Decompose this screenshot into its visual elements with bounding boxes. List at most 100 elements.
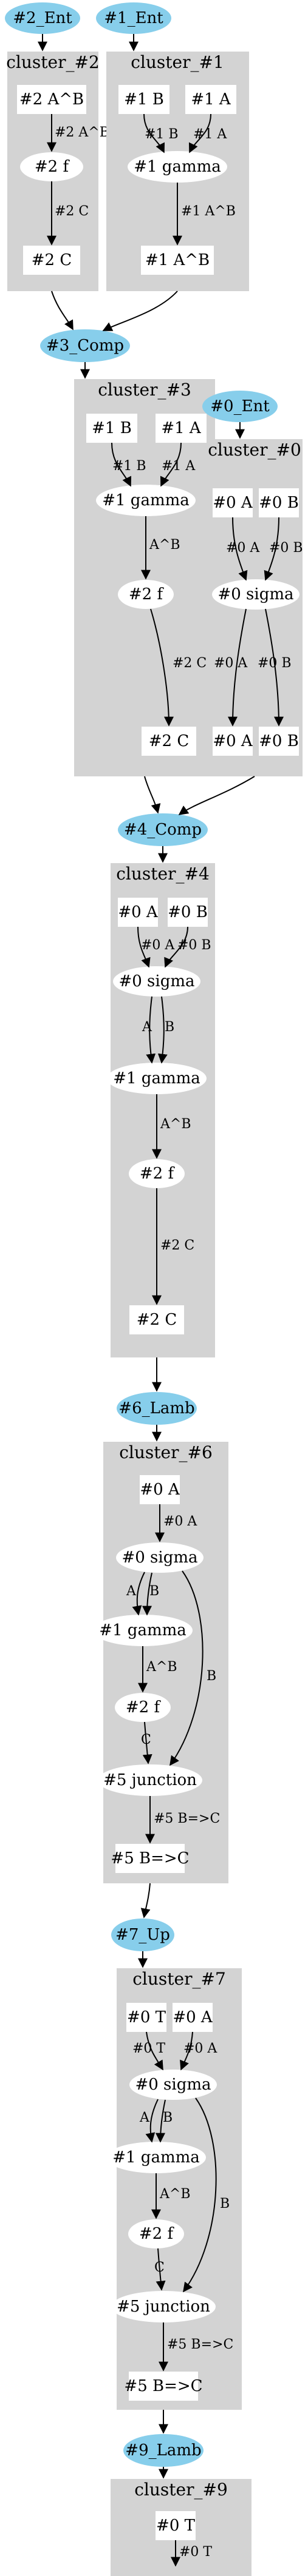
cluster-2: cluster_#2 #2 A^B #2 f #2 C #2 A^B #2 C <box>6 52 109 291</box>
c7-f[interactable]: #2 f <box>128 2219 184 2248</box>
c6-edge-b <box>142 1572 152 1616</box>
c3-box-b[interactable]: #1 B <box>86 414 137 443</box>
c9-in-t[interactable]: #0 T <box>156 2511 196 2540</box>
node-comp3[interactable]: #3_Comp <box>40 329 130 362</box>
c3-edge-b <box>111 442 132 487</box>
node-ent1[interactable]: #1_Ent <box>96 2 171 34</box>
c6-edge-c-label: C <box>141 1732 151 1747</box>
c3-out-label: #2 C <box>149 732 190 750</box>
cluster-3: cluster_#3 #1 B #1 A #1 gamma #2 f #2 C … <box>74 379 215 776</box>
c6-edge-a-label: A <box>126 1584 137 1599</box>
c1-box-b-label: #1 B <box>124 90 164 109</box>
c1-gate[interactable]: #1 gamma <box>128 151 227 183</box>
c0-in-a-label: #0 A <box>213 494 253 512</box>
c4-edge-a <box>146 996 156 1064</box>
c2-gate[interactable]: #2 f <box>20 152 83 181</box>
c3-box-a[interactable]: #1 A <box>156 414 207 443</box>
node-comp3-label: #3_Comp <box>46 337 124 355</box>
c7-gamma-label: #1 gamma <box>112 2148 200 2167</box>
c4-out-box[interactable]: #2 C <box>129 1305 184 1334</box>
c3-out-box[interactable]: #2 C <box>142 727 196 756</box>
c4-in-b[interactable]: #0 B <box>168 898 208 927</box>
node-ent0-label: #0_Ent <box>210 397 270 415</box>
c6-edge-b-label: B <box>149 1584 159 1599</box>
c7-f-label: #2 f <box>139 2225 175 2243</box>
node-ent0[interactable]: #0_Ent <box>202 391 278 422</box>
c3-edge-a <box>160 442 182 487</box>
c2-out-box[interactable]: #2 C <box>23 246 80 275</box>
c6-out-box[interactable]: #5 B=>C <box>111 1844 190 1873</box>
c4-edge-in-a-label: #0 A <box>141 938 175 953</box>
c4-f-label: #2 f <box>140 1165 176 1183</box>
c2-in-label: #2 A^B <box>19 90 84 109</box>
c6-gamma[interactable]: #1 gamma <box>93 1615 193 1646</box>
c0-edge-in-a-label: #0 A <box>226 540 260 556</box>
node-comp4[interactable]: #4_Comp <box>118 813 208 846</box>
c0-edge-out-b <box>265 608 284 727</box>
c6-sigma[interactable]: #0 sigma <box>116 1542 204 1573</box>
c7-sigma[interactable]: #0 sigma <box>129 2070 217 2100</box>
c4-f[interactable]: #2 f <box>129 1159 185 1188</box>
cluster-4-title: cluster_#4 <box>116 864 210 884</box>
edge-c2-comp3 <box>51 291 74 331</box>
c2-edge-in-label: #2 A^B <box>55 125 109 140</box>
c1-box-a[interactable]: #1 A <box>185 85 236 114</box>
c6-edge-b-long <box>169 1570 204 1766</box>
cluster-9: cluster_#9 #0 T #0 T <box>111 2479 252 2576</box>
c1-out-label: #1 A^B <box>145 251 210 269</box>
c1-out-box[interactable]: #1 A^B <box>141 246 214 275</box>
c4-edge-ab-label: A^B <box>160 1117 191 1132</box>
c4-in-a[interactable]: #0 A <box>118 898 159 927</box>
c2-gate-label: #2 f <box>35 158 70 176</box>
c7-edge-b-long <box>183 2097 217 2293</box>
c0-in-a[interactable]: #0 A <box>213 488 253 517</box>
c0-in-b[interactable]: #0 B <box>259 488 299 517</box>
c7-edge-ab-label: A^B <box>159 2187 191 2202</box>
c6-edge-out-label: #5 B=>C <box>154 1811 220 1826</box>
c7-gamma[interactable]: #1 gamma <box>106 2142 206 2173</box>
c0-out-b-label: #0 B <box>259 732 299 750</box>
node-lamb9[interactable]: #9_Lamb <box>123 2434 204 2467</box>
cluster-2-title: cluster_#2 <box>6 52 100 72</box>
c6-junction[interactable]: #5 junction <box>98 1764 202 1796</box>
c0-out-b[interactable]: #0 B <box>259 727 299 756</box>
c4-sigma[interactable]: #0 sigma <box>113 966 200 997</box>
c4-gamma[interactable]: #1 gamma <box>107 1063 207 1094</box>
c0-sigma-label: #0 sigma <box>217 585 293 604</box>
c4-edge-c-label: #2 C <box>160 1238 194 1253</box>
c3-f[interactable]: #2 f <box>118 580 174 609</box>
c7-edge-out-label: #5 B=>C <box>167 2337 233 2352</box>
c1-edge-out-label: #1 A^B <box>181 204 236 219</box>
c0-edge-out-b-label: #0 B <box>258 656 292 671</box>
c3-gamma-label: #1 gamma <box>102 491 190 509</box>
c3-gamma[interactable]: #1 gamma <box>96 485 196 516</box>
c3-box-b-label: #1 B <box>92 419 132 437</box>
c3-edge-a-label: #1 A <box>162 459 196 474</box>
c7-in-t[interactable]: #0 T <box>126 2003 166 2032</box>
c2-in-box[interactable]: #2 A^B <box>17 85 86 114</box>
c7-junction[interactable]: #5 junction <box>111 2291 216 2322</box>
node-lamb6-label: #6_Lamb <box>118 1399 194 1417</box>
node-up7[interactable]: #7_Up <box>111 1919 174 1951</box>
c0-out-a[interactable]: #0 A <box>213 727 253 756</box>
node-lamb6[interactable]: #6_Lamb <box>117 1392 197 1425</box>
edge-c3-comp4 <box>144 776 161 814</box>
c1-box-b[interactable]: #1 B <box>118 85 169 114</box>
c1-edge-a-label: #1 A <box>193 127 227 142</box>
c3-box-a-label: #1 A <box>161 419 202 437</box>
c0-sigma[interactable]: #0 sigma <box>212 579 299 610</box>
edge-c1-comp3 <box>102 291 178 331</box>
edge-c0-comp4 <box>178 776 255 815</box>
c7-out-box[interactable]: #5 B=>C <box>124 2372 203 2401</box>
cluster-0-title: cluster_#0 <box>208 440 301 460</box>
c6-f[interactable]: #2 f <box>115 1693 171 1722</box>
c6-in-a[interactable]: #0 A <box>140 1475 180 1504</box>
c9-edge-in-t-label: #0 T <box>179 2544 212 2560</box>
c7-in-a-label: #0 A <box>173 2008 213 2026</box>
c7-in-a[interactable]: #0 A <box>173 2003 213 2032</box>
c3-edge-c-label: #2 C <box>173 656 207 671</box>
cluster-6: cluster_#6 #0 A #0 sigma #1 gamma #2 f #… <box>93 1442 228 1883</box>
node-ent2[interactable]: #2_Ent <box>5 2 80 34</box>
c0-edge-out-a <box>228 608 247 727</box>
